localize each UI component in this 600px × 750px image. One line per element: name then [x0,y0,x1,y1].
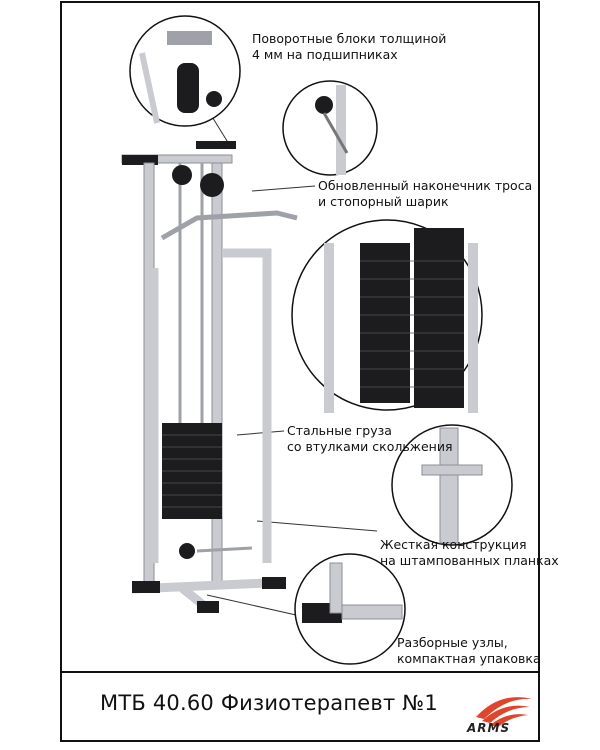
detail-pulleys [129,15,241,127]
callout-pulleys-line2: 4 мм на подшипниках [252,47,398,62]
callout-cable-line2: и стопорный шарик [318,194,449,209]
callout-pulleys: Поворотные блоки толщиной 4 мм на подшип… [252,31,446,63]
brand-name: ARMS [467,721,511,735]
detail-joints [294,553,406,665]
callout-frame-line2: на штампованных планках [380,553,559,568]
footer: МТБ 40.60 Физиотерапевт №1 ARMS [62,671,538,742]
callout-pulleys-line1: Поворотные блоки толщиной [252,31,447,46]
callout-frame-line1: Жесткая конструкция [380,537,527,552]
detail-weights [291,219,483,413]
brand-logo-icon [476,697,532,727]
callout-weights-line2: со втулками скольжения [287,439,453,454]
callout-joints-line1: Разборные узлы, [397,635,508,650]
callout-weights-line1: Стальные груза [287,423,392,438]
product-title: МТБ 40.60 Физиотерапевт №1 [100,691,438,715]
detail-frame [391,424,513,546]
machine-frame [121,141,298,613]
callout-cable-line1: Обновленный наконечник троса [318,178,533,193]
callout-frame: Жесткая конструкция на штампованных план… [380,537,559,569]
callout-weights: Стальные груза со втулками скольжения [287,423,452,455]
callout-joints-line2: компактная упаковка [397,651,541,666]
page-frame: Поворотные блоки толщиной 4 мм на подшип… [60,1,559,742]
detail-cable [282,80,378,176]
callout-joints: Разборные узлы, компактная упаковка [397,635,541,667]
product-drawing [121,15,513,665]
callout-cable: Обновленный наконечник троса и стопорный… [318,178,532,210]
product-illustration: Поворотные блоки толщиной 4 мм на подшип… [62,3,559,742]
